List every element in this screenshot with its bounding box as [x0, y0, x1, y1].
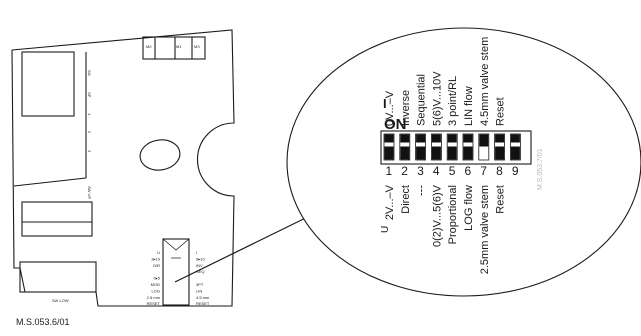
dip-off-labels: 2V...–V Direct ---0(2)V...5(6)V Proportiona… [384, 184, 507, 274]
dip-switch-lever-off [447, 146, 457, 160]
dip-on-label-1: 0V...–V [384, 90, 396, 126]
dip-on-label-8: Reset [495, 97, 507, 126]
dip-switch-lever-off [495, 146, 505, 160]
board-switch-left-label: 0▸5 [154, 276, 161, 281]
dip-switch-lever-off [416, 146, 426, 160]
dip-off-label-2: Direct [400, 185, 412, 214]
dip-on-label-6: LIN flow [463, 86, 475, 126]
dip-switch-lever-off [431, 146, 441, 160]
dip-off-label-3: --- [416, 185, 428, 196]
board-side-label-2: 2 [87, 131, 92, 134]
dip-off-label-6: LOG flow [463, 185, 475, 231]
dip-switch-number: 5 [449, 164, 456, 178]
board-switch-left-label: MOD [151, 282, 160, 287]
board-top-label-1: M2 [146, 44, 152, 49]
board-connector-block [21, 51, 75, 117]
board-switch-right-label: I [196, 250, 197, 255]
board-switch-left-label: U [157, 250, 160, 255]
dip-off-label-4: 0(2)V...5(6)V [431, 184, 443, 247]
dip-switch-number: 6 [465, 164, 472, 178]
dip-switch-lever-on [479, 134, 489, 147]
dip-on-label: ON [384, 116, 407, 133]
board-switch-left-label: LOG [152, 288, 160, 293]
dip-switch-top-cap [416, 134, 426, 143]
board-top-connector [142, 36, 206, 60]
dip-on-label-7: 4.5mm valve stem [479, 37, 491, 126]
dip-switch-lever-off [510, 146, 520, 160]
board-side-label-3: 3 [87, 150, 92, 153]
dip-off-label-8: Reset [495, 185, 507, 214]
dip-switch-number: 7 [480, 164, 487, 178]
board-dip-block [162, 238, 190, 306]
board-switch-left-label: 2▸10 [151, 256, 160, 261]
board-outline [11, 29, 235, 307]
board-connector-left-upper [21, 201, 93, 237]
dip-switch-number: 8 [496, 164, 503, 178]
board-labels: M2 M1 M3 SN SP 1 2 3 SW UP SW LOW [52, 44, 200, 303]
dip-on-label-2: Inverse [400, 90, 412, 126]
board-top-label-2: M1 [176, 44, 182, 49]
dip-switches [383, 133, 521, 161]
figure-caption: M.S.053.6/01 [16, 317, 70, 327]
dip-switch-top-cap [510, 134, 520, 143]
dip-switch-top-cap [447, 134, 457, 143]
board-side-label-sn: SN [87, 70, 92, 76]
dip-switch-lever-off [463, 146, 473, 160]
circuit-board [11, 29, 235, 307]
dip-switch-number: 4 [433, 164, 440, 178]
board-oval-hole [139, 139, 181, 171]
board-switch-right-label: LIN [196, 288, 202, 293]
dip-off-label-5: Proportional [447, 185, 459, 244]
dip-switch-number: 9 [512, 164, 519, 178]
board-switch-right-label: 4.5 mm [196, 295, 210, 300]
board-top-label-3: M3 [194, 44, 200, 49]
board-switch-right-label: RESET [196, 301, 210, 306]
board-switch-right-label: INV [196, 263, 203, 268]
dip-switch-lever-off [384, 146, 394, 160]
dip-on-label-5: 3 point/RL [447, 76, 459, 126]
dip-switch-slot [478, 133, 490, 161]
dip-switch-top-cap [400, 134, 410, 143]
dip-symbol-off: U [380, 226, 391, 233]
dip-switch-number: 2 [401, 164, 408, 178]
dip-on-label-4: 5(6)V...10V [431, 71, 443, 126]
dip-off-label-1: 2V...–V [384, 184, 396, 220]
board-switch-right-label: 0▸10 [196, 256, 205, 261]
dip-switch-lever-off [400, 146, 410, 160]
dip-switch-number: 1 [386, 164, 393, 178]
dip-switch-top-cap [463, 134, 473, 143]
dip-off-label-7: 2.5mm valve stem [479, 185, 491, 274]
board-switch-right-label: 3PT [196, 282, 204, 287]
board-connector-left-lower [19, 261, 97, 293]
dip-watermark: M.S.053.7/01 [537, 148, 544, 190]
board-bottom-label: SW LOW [52, 298, 69, 303]
board-switch-left-label: DIR [153, 263, 160, 268]
dip-switch-top-cap [384, 134, 394, 143]
board-switch-left-label: 2.5 mm [147, 295, 161, 300]
dip-symbol-on: I [383, 96, 387, 111]
dip-switch-top-cap [495, 134, 505, 143]
board-switch-left-label: RESET [147, 301, 161, 306]
board-side-label-1: 1 [87, 113, 92, 116]
board-side-label-swup: SW UP [87, 186, 92, 199]
board-side-label-sp: SP [87, 92, 92, 98]
dip-on-label-3: Sequential [416, 74, 428, 126]
dip-switch-top-cap [431, 134, 441, 143]
dip-switch-number: 3 [417, 164, 424, 178]
board-switch-right-label: SEQ [196, 269, 204, 274]
